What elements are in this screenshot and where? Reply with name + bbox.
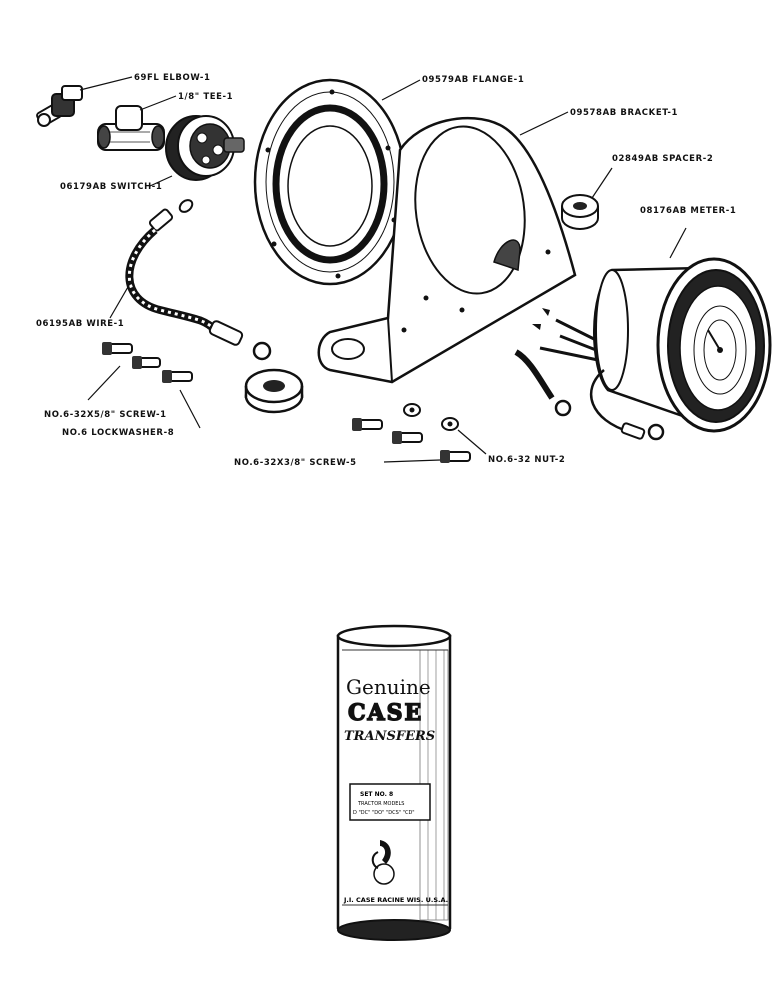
meter-terminals: [514, 308, 665, 441]
tee-fitting: [97, 105, 165, 151]
label-nut: NO.6-32 NUT-2: [488, 455, 565, 465]
spacer-lower: [244, 368, 304, 414]
label-bracket: 09578AB BRACKET-1: [570, 108, 678, 118]
package-title-case: CASE: [348, 700, 423, 726]
label-switch: 06179AB SWITCH-1: [60, 182, 162, 192]
label-screw-long: NO.6-32X3/8" SCREW-5: [234, 458, 357, 468]
label-tee: 1/8" TEE-1: [178, 92, 233, 102]
leader-nut: [457, 429, 487, 455]
meter-part: [593, 257, 772, 433]
transfer-package: Genuine CASE TRANSFERS SET NO. 8 TRACTOR…: [336, 624, 452, 941]
package-bottom-text: J.I. CASE RACINE WIS. U.S.A.: [343, 896, 448, 904]
label-meter: 08176AB METER-1: [640, 206, 736, 216]
label-lockwasher: NO.6 LOCKWASHER-8: [62, 428, 174, 438]
spacer-upper: [561, 194, 599, 230]
package-tag-line1: SET NO. 8: [360, 791, 393, 798]
bracket-part: [317, 116, 577, 384]
package-tag: [349, 783, 431, 821]
label-elbow: 69FL ELBOW-1: [134, 73, 211, 83]
label-wire: 06195AB WIRE-1: [36, 319, 124, 329]
leader-meter: [669, 227, 687, 259]
leader-screw-long: [383, 459, 441, 463]
leader-screw-short: [87, 365, 121, 401]
leader-elbow: [79, 76, 133, 91]
screws-left: [102, 342, 193, 383]
leader-lockwasher: [179, 389, 201, 429]
label-flange: 09579AB FLANGE-1: [422, 75, 524, 85]
label-spacer: 02849AB SPACER-2: [612, 154, 713, 164]
center-hardware: [352, 403, 471, 463]
label-screw-short: NO.6-32X5/8" SCREW-1: [44, 410, 167, 420]
leader-bracket: [519, 111, 569, 136]
eagle-emblem: [371, 840, 395, 885]
flange-part: [253, 78, 407, 286]
leader-spacer: [591, 167, 613, 199]
leader-wire: [109, 279, 133, 319]
switch-part: [165, 115, 245, 181]
elbow-fitting: [36, 85, 83, 127]
package-tag-line3: D "DC" "DO" "DCS" "CD": [353, 810, 415, 816]
package-title-genuine: Genuine: [346, 675, 431, 699]
leader-flange: [381, 79, 421, 101]
package-title-transfers: TRANSFERS: [344, 729, 435, 744]
leader-tee: [139, 95, 177, 111]
package-tag-line2: TRACTOR MODELS: [357, 801, 404, 807]
wire-part: [125, 199, 272, 361]
leader-switch: [149, 175, 173, 187]
